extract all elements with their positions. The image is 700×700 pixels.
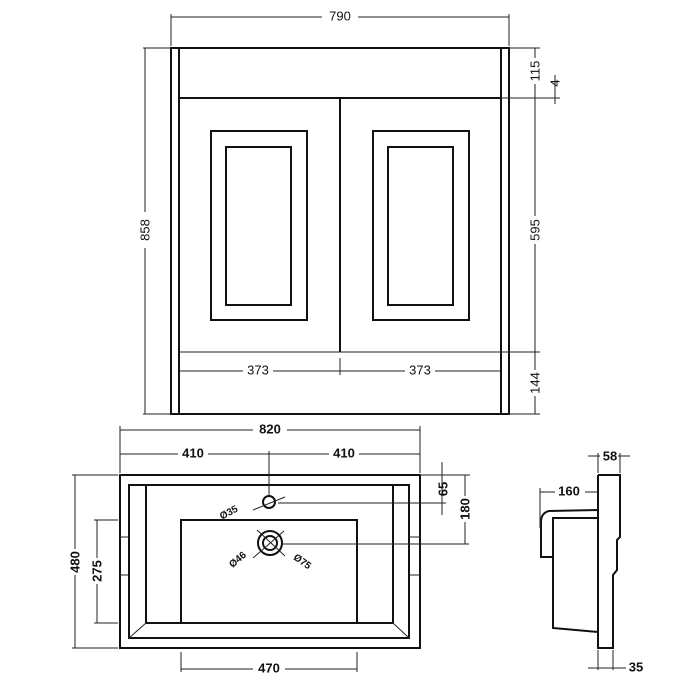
side-panel [597, 474, 621, 649]
dim-tap-offset: 65 [435, 482, 450, 496]
basin-lip [540, 509, 599, 558]
left-door-panel [210, 130, 308, 321]
dim-rail-offset: 4 [547, 79, 562, 86]
dim-basin-width: 820 [259, 421, 281, 436]
waste-outer [257, 530, 283, 556]
dim-basin-projection: 160 [558, 483, 580, 498]
dim-overall-width: 790 [329, 8, 351, 23]
right-door-panel [372, 130, 470, 321]
basin-outline [119, 474, 421, 649]
cabinet-front-view: 790 858 115 4 595 144 373 373 [137, 8, 562, 415]
cabinet-outline [170, 47, 510, 415]
label-waste-inner: Ø46 [227, 550, 249, 571]
dim-half-left: 410 [182, 445, 204, 460]
tap-hole [262, 495, 276, 509]
dim-top-rail: 115 [527, 61, 542, 82]
dim-plinth: 144 [527, 372, 542, 394]
dim-bowl-width: 470 [258, 660, 280, 675]
dim-top-depth: 58 [603, 448, 617, 463]
dim-right-door: 373 [409, 362, 431, 377]
dim-overall-height: 858 [137, 219, 152, 241]
dim-door-height: 595 [527, 219, 542, 241]
dim-half-right: 410 [333, 445, 355, 460]
dim-bottom-depth: 35 [629, 659, 643, 674]
waste-inner [262, 535, 278, 551]
label-waste-outer: Ø75 [291, 552, 313, 572]
dim-waste-offset: 180 [457, 498, 472, 520]
side-view: 58 160 35 [539, 448, 643, 674]
basin-top-view: 820 410 410 65 180 480 275 470 Ø35 [67, 421, 473, 677]
dim-left-door: 373 [247, 362, 269, 377]
dim-basin-depth: 480 [67, 551, 82, 573]
bowl-outline [180, 519, 358, 623]
dim-bowl-depth: 275 [89, 560, 104, 582]
